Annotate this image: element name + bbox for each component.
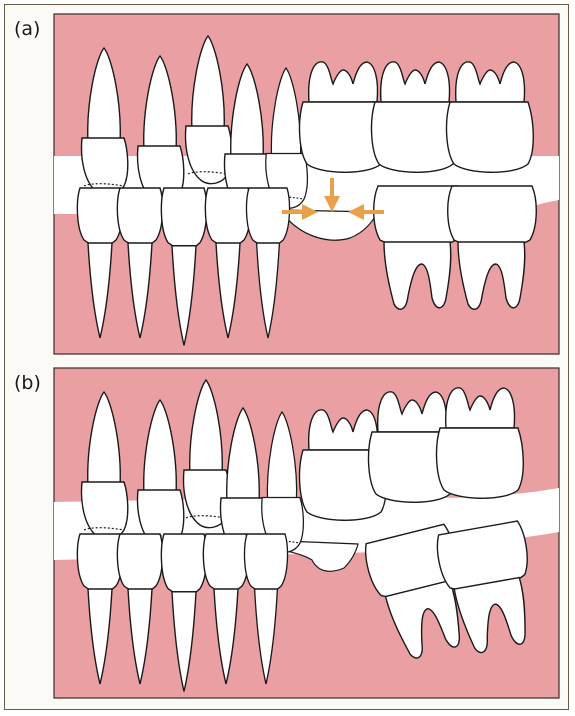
panel-a [54, 14, 559, 354]
panel-b [54, 368, 559, 698]
